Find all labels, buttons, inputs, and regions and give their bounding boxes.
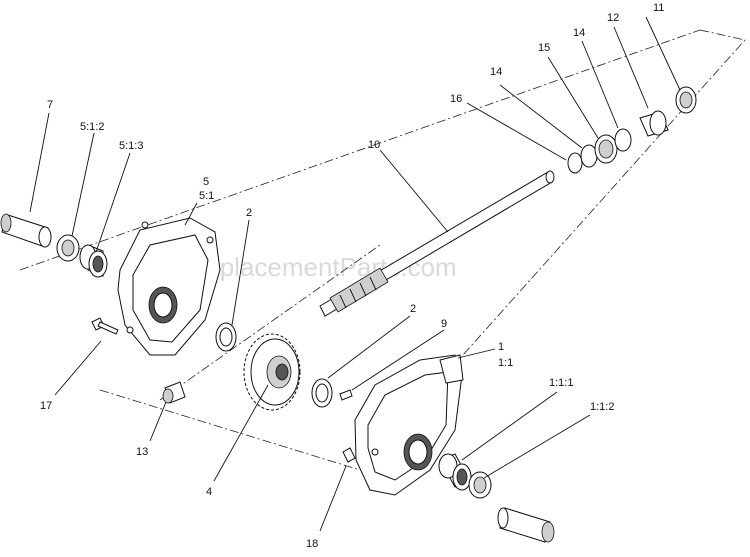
callout-12: 12 [607, 12, 619, 24]
bearing-stack [567, 86, 697, 174]
axis-lower [159, 244, 381, 401]
callout-9: 9 [441, 318, 447, 330]
worm-gear-part-4 [243, 333, 301, 411]
callout-18: 18 [306, 538, 318, 550]
washer-part-2-lower [311, 378, 333, 408]
bushing-part-13 [162, 381, 186, 404]
callout-14-right: 14 [573, 27, 585, 39]
washer-part-1-1-2 [468, 471, 492, 499]
callout-15: 15 [538, 42, 550, 54]
callout-10: 10 [368, 139, 380, 151]
callout-5: 5 [203, 176, 209, 188]
fitting-part-18 [342, 447, 356, 463]
callout-1-1-1: 1:1:1 [549, 377, 573, 389]
callout-16: 16 [450, 93, 462, 105]
key-part-9 [339, 389, 353, 401]
callout-7: 7 [47, 99, 53, 111]
washer-part-16 [567, 152, 583, 174]
callout-1-1-2: 1:1:2 [590, 401, 614, 413]
callout-1-1: 1:1 [498, 357, 513, 369]
callout-2-upper: 2 [246, 207, 252, 219]
shaft-part-10 [319, 170, 555, 317]
bolt-part-17 [91, 317, 119, 335]
callout-5-1-3: 5:1:3 [119, 140, 143, 152]
axis-bottom [99, 389, 361, 471]
left-housing-part-5 [117, 217, 221, 356]
pin-right [497, 507, 555, 543]
axis-frame [359, 29, 746, 471]
washer-part-14b [614, 128, 632, 152]
callout-1: 1 [498, 341, 504, 353]
assembly-axes [19, 29, 746, 471]
callout-17: 17 [40, 400, 52, 412]
right-housing-part-1 [354, 354, 464, 496]
callout-5-1-2: 5:1:2 [80, 121, 104, 133]
bushing-part-5-1-3 [79, 244, 108, 278]
callout-11: 11 [653, 2, 664, 14]
axis-main [19, 29, 701, 271]
callout-5-1: 5:1 [199, 190, 214, 202]
callout-14-left: 14 [490, 66, 502, 78]
callout-labels: 7 5:1:2 5:1:3 5 5:1 2 10 16 14 15 14 12 … [40, 2, 664, 550]
washer-part-2-upper [215, 322, 237, 352]
pin-part-7 [0, 213, 52, 248]
washer-part-5-1-2 [56, 234, 80, 262]
callout-2-lower: 2 [410, 303, 416, 315]
callout-13: 13 [136, 446, 148, 458]
bushing-part-1-1-1 [438, 453, 472, 491]
callout-4: 4 [206, 486, 212, 498]
leader-lines [29, 16, 681, 532]
